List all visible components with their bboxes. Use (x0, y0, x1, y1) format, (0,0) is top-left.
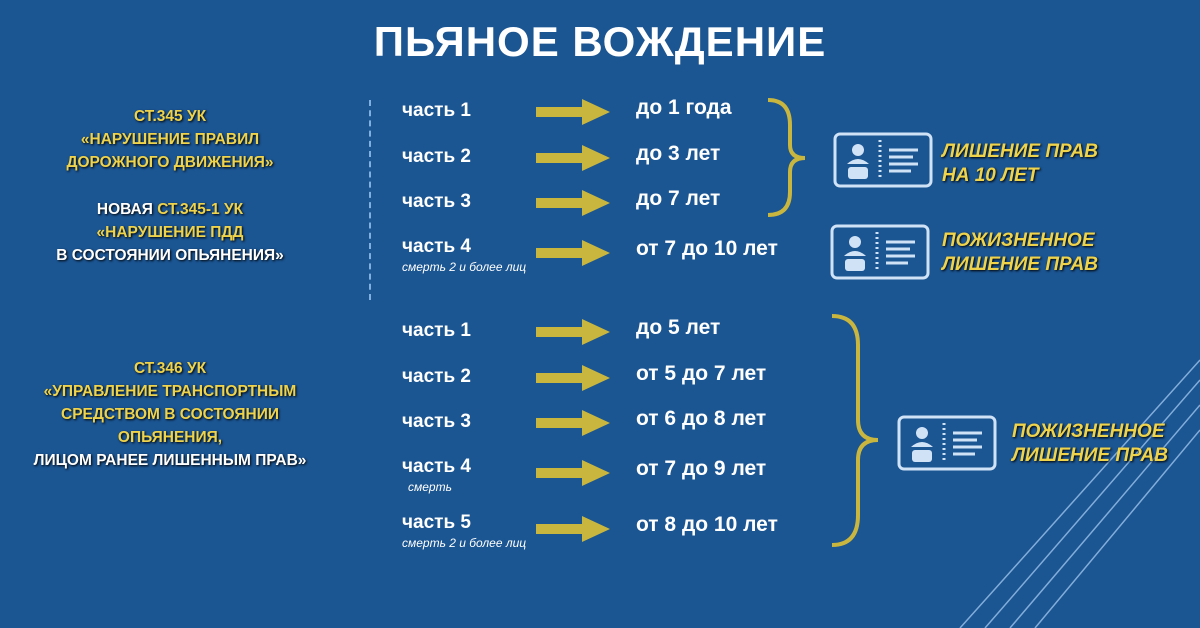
article-title: ОПЬЯНЕНИЯ, (117, 429, 223, 446)
penalty-term: от 7 до 9 лет (636, 457, 767, 480)
penalty-lifetime: ПОЖИЗНЕННОЕ ЛИШЕНИЕ ПРАВ (1012, 420, 1168, 468)
driver-license-icon (833, 132, 933, 188)
penalty-line: ЛИШЕНИЕ ПРАВ (1012, 445, 1168, 466)
divider (369, 100, 371, 300)
penalty-term: до 5 лет (636, 316, 721, 339)
penalty-line: НА 10 ЛЕТ (942, 165, 1039, 186)
penalty-lifetime: ПОЖИЗНЕННОЕ ЛИШЕНИЕ ПРАВ (942, 229, 1098, 277)
part-label: часть 2 (402, 366, 471, 387)
arrow-icon (536, 318, 612, 346)
new-prefix: НОВАЯ (96, 201, 158, 218)
driver-license-icon (830, 224, 930, 280)
article-title: ДОРОЖНОГО ДВИЖЕНИЯ» (66, 154, 274, 171)
penalty-10-years: ЛИШЕНИЕ ПРАВ НА 10 ЛЕТ (942, 140, 1098, 188)
penalty-term: до 1 года (636, 96, 732, 119)
article-title: «НАРУШЕНИЕ ПДД (96, 224, 244, 241)
penalty-term: до 7 лет (636, 187, 721, 210)
article-title: ЛИЦОМ РАНЕЕ ЛИШЕННЫМ ПРАВ» (33, 452, 307, 469)
penalty-line: ЛИШЕНИЕ ПРАВ (942, 254, 1098, 275)
article-title: СРЕДСТВОМ В СОСТОЯНИИ (61, 406, 279, 423)
part-note: смерть 2 и более лиц (402, 536, 527, 550)
part-label: часть 4 (402, 236, 471, 257)
section1-article: СТ.345 УК «НАРУШЕНИЕ ПРАВИЛ ДОРОЖНОГО ДВ… (0, 105, 340, 267)
section2-article: СТ.346 УК «УПРАВЛЕНИЕ ТРАНСПОРТНЫМ СРЕДС… (0, 357, 340, 472)
arrow-icon (536, 144, 612, 172)
driver-license-icon (897, 415, 997, 471)
part-note: смерть (408, 480, 452, 494)
part-label: часть 3 (402, 191, 471, 212)
article-title: В СОСТОЯНИИ ОПЬЯНЕНИЯ» (56, 247, 284, 264)
arrow-icon (536, 189, 612, 217)
part-note: смерть 2 и более лиц (402, 260, 527, 274)
bracket-section2 (831, 314, 879, 547)
arrow-icon (536, 409, 612, 437)
article-number: СТ.346 УК (133, 360, 207, 377)
article-number: СТ.345-1 УК (157, 201, 244, 218)
penalty-line: ЛИШЕНИЕ ПРАВ (942, 141, 1098, 162)
article-number: СТ.345 УК (133, 108, 207, 125)
article-title: «НАРУШЕНИЕ ПРАВИЛ (80, 131, 260, 148)
arrow-icon (536, 364, 612, 392)
part-label: часть 1 (402, 320, 471, 341)
penalty-term: до 3 лет (636, 142, 721, 165)
page-title: ПЬЯНОЕ ВОЖДЕНИЕ (373, 18, 827, 65)
penalty-term: от 6 до 8 лет (636, 407, 767, 430)
penalty-line: ПОЖИЗНЕННОЕ (942, 230, 1095, 251)
arrow-icon (536, 98, 612, 126)
bracket-section1 (767, 98, 806, 217)
part-label: часть 1 (402, 100, 471, 121)
part-label: часть 2 (402, 146, 471, 167)
arrow-icon (536, 459, 612, 487)
new-article-line: НОВАЯ СТ.345-1 УК (0, 198, 340, 221)
penalty-term: от 7 до 10 лет (636, 237, 778, 260)
part-label: часть 3 (402, 411, 471, 432)
article-title: «УПРАВЛЕНИЕ ТРАНСПОРТНЫМ (43, 383, 297, 400)
penalty-line: ПОЖИЗНЕННОЕ (1012, 421, 1165, 442)
arrow-icon (536, 515, 612, 543)
part-label: часть 5 (402, 512, 471, 533)
penalty-term: от 8 до 10 лет (636, 513, 778, 536)
arrow-icon (536, 239, 612, 267)
part-label: часть 4 (402, 456, 471, 477)
penalty-term: от 5 до 7 лет (636, 362, 767, 385)
